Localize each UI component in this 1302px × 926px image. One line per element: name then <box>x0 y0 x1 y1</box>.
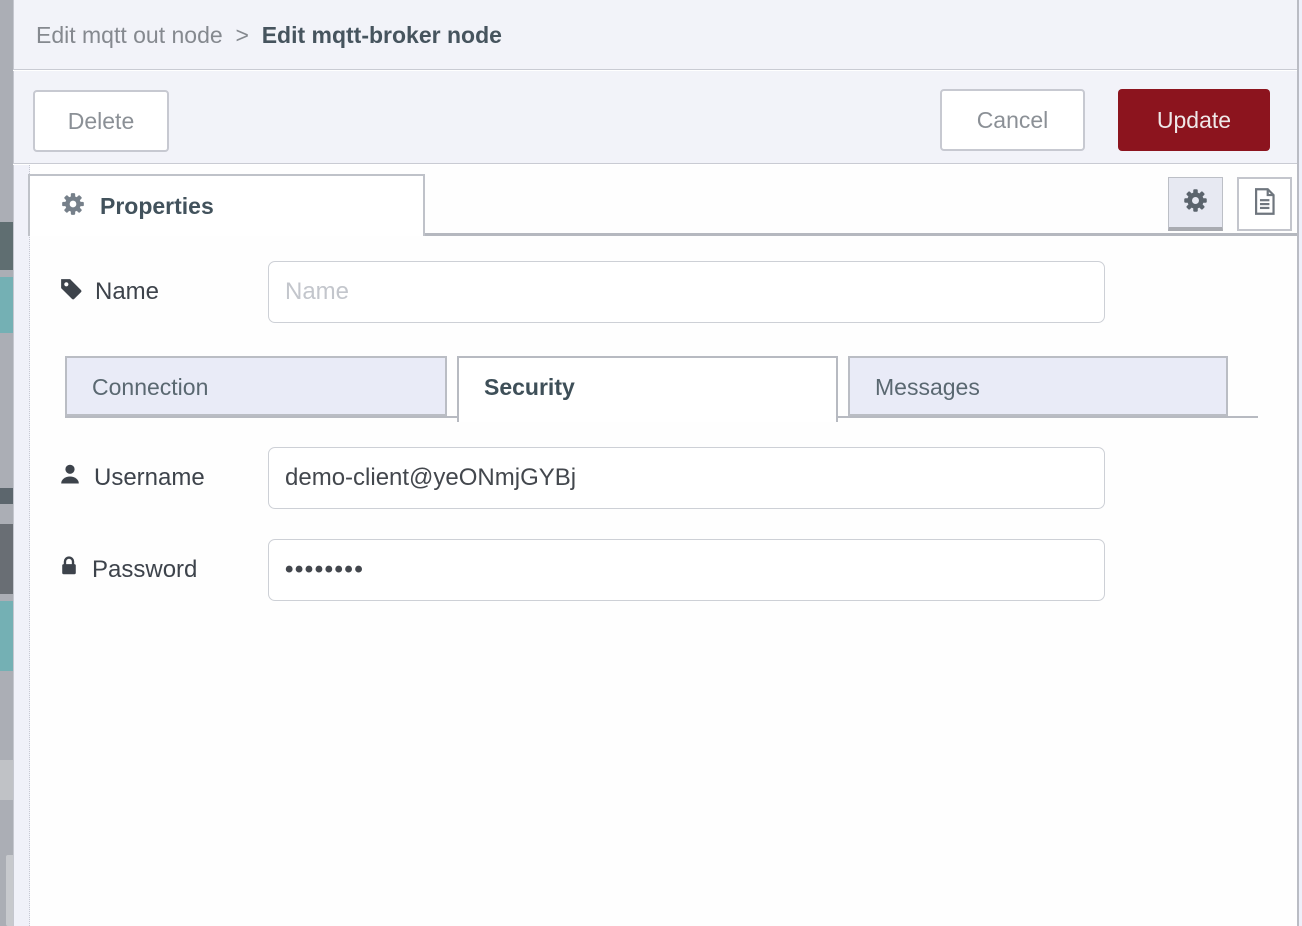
breadcrumb: Edit mqtt out node > Edit mqtt-broker no… <box>36 0 502 70</box>
tray-right-sliver <box>1299 0 1302 926</box>
tag-icon <box>58 276 83 308</box>
tray-resize-gutter[interactable] <box>13 165 30 926</box>
tray-toolbar-bar <box>13 71 1297 164</box>
breadcrumb-parent[interactable]: Edit mqtt out node <box>36 22 223 48</box>
tab-messages[interactable]: Messages <box>848 356 1228 416</box>
workspace-node-block <box>0 488 13 504</box>
delete-button[interactable]: Delete <box>33 90 169 152</box>
tray-right-border <box>1297 0 1299 926</box>
panel-tab-underline <box>425 233 1297 236</box>
gear-icon <box>1182 187 1209 219</box>
tray-header-bar <box>13 0 1297 70</box>
tab-properties[interactable]: Properties <box>28 174 425 236</box>
password-input[interactable] <box>268 539 1105 601</box>
broker-tab-row: Connection Security Messages <box>65 356 1258 422</box>
tab-security[interactable]: Security <box>457 356 838 422</box>
workspace-node-block <box>0 760 13 800</box>
breadcrumb-separator-glyph: > <box>235 22 249 48</box>
username-input[interactable] <box>268 447 1105 509</box>
document-icon <box>1249 186 1280 222</box>
workspace-node-block <box>0 222 13 270</box>
workspace-node-block <box>0 277 13 333</box>
workspace-node-block <box>0 524 13 594</box>
username-field-label: Username <box>58 462 205 493</box>
breadcrumb-current: Edit mqtt-broker node <box>261 22 502 48</box>
tab-connection[interactable]: Connection <box>65 356 447 416</box>
cancel-button[interactable]: Cancel <box>940 89 1085 151</box>
user-icon <box>58 462 82 493</box>
name-label-text: Name <box>95 278 160 305</box>
tab-properties-label: Properties <box>100 193 214 219</box>
workspace-background-strip <box>0 0 13 926</box>
password-field-label: Password <box>58 554 197 585</box>
name-field-label: Name <box>58 276 159 308</box>
update-button[interactable]: Update <box>1118 89 1270 151</box>
description-toggle-button[interactable] <box>1237 177 1292 231</box>
workspace-node-block <box>0 601 13 671</box>
password-label-text: Password <box>92 555 198 583</box>
properties-toggle-button[interactable] <box>1168 177 1223 231</box>
username-label-text: Username <box>94 463 205 491</box>
gear-icon <box>60 191 86 222</box>
breadcrumb-spacer <box>249 22 255 48</box>
workspace-scrollbar-thumb[interactable] <box>6 855 15 926</box>
name-input[interactable] <box>268 261 1105 323</box>
lock-icon <box>58 554 80 585</box>
